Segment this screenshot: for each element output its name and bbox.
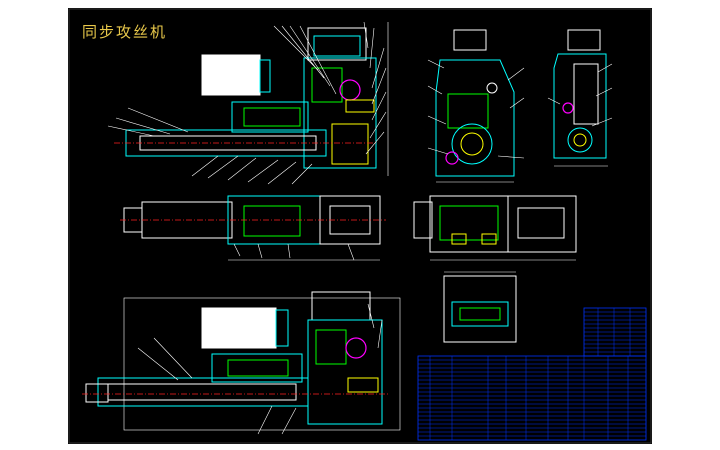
view-detail-small — [443, 271, 517, 343]
view-middle-plan — [120, 195, 386, 261]
motor-flange — [259, 59, 271, 93]
gear-icon — [345, 337, 367, 359]
spindle-icon — [97, 377, 309, 407]
sheet-border — [68, 8, 652, 444]
view-bottom-section — [82, 291, 401, 435]
gear-housing — [307, 27, 367, 61]
view-side-a — [427, 29, 525, 183]
drawing-title: 同步攻丝机 — [82, 23, 168, 41]
drawing-sheet: 同步攻丝机 — [68, 8, 652, 444]
view-side-b — [547, 29, 613, 167]
gear-icon — [451, 123, 493, 165]
gearbox-body — [307, 319, 383, 425]
motor-icon — [201, 307, 277, 349]
motor-icon — [201, 54, 261, 96]
view-main-section — [107, 21, 389, 185]
gear-icon — [567, 127, 593, 153]
cad-drawing — [68, 8, 652, 444]
parts-table — [417, 307, 647, 441]
gearbox-body — [303, 57, 377, 169]
view-right-plan — [413, 195, 577, 261]
gear-icon — [339, 79, 361, 101]
